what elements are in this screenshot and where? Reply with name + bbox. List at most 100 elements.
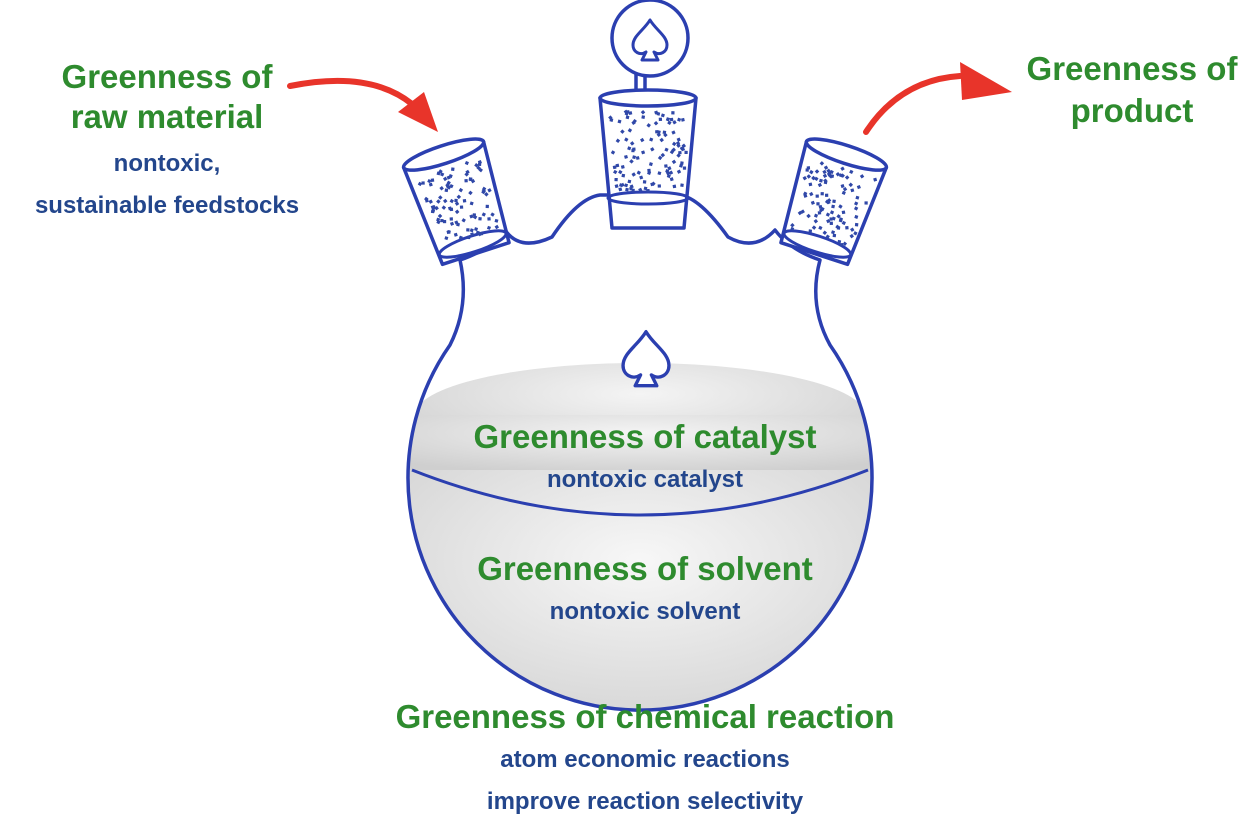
speckle-dot xyxy=(466,228,470,232)
speckle-dot xyxy=(447,206,452,211)
speckle-dot xyxy=(650,147,655,152)
speckle-dot xyxy=(816,202,820,206)
speckle-dot xyxy=(806,213,811,219)
speckle-dot xyxy=(620,164,625,169)
speckle-dot xyxy=(856,184,861,190)
speckle-dot xyxy=(660,152,666,158)
speckle-dot xyxy=(454,201,460,206)
speckle-dot xyxy=(461,218,466,223)
speckle-dot xyxy=(659,137,664,143)
speckle-dot xyxy=(646,123,651,128)
speckle-dot xyxy=(474,227,479,232)
speckle-dot xyxy=(620,182,625,188)
speckle-dot xyxy=(430,178,435,182)
speckle-dot xyxy=(638,187,643,193)
speckle-dot xyxy=(486,225,492,230)
speckle-dot xyxy=(490,212,495,217)
speckle-dot xyxy=(676,169,682,174)
speckle-dot xyxy=(431,208,436,213)
speckle-dot xyxy=(487,188,492,193)
speckle-dot xyxy=(615,138,621,144)
speckle-dot xyxy=(823,165,829,170)
speckle-dot xyxy=(873,177,878,182)
speckle-dot xyxy=(631,172,636,177)
speckle-dot xyxy=(806,166,811,170)
speckle-dot xyxy=(669,177,674,182)
speckle-dot xyxy=(635,156,640,160)
speckle-dot xyxy=(467,235,471,240)
speckle-dot xyxy=(421,181,425,185)
speckle-dot xyxy=(841,190,846,195)
speckle-dot xyxy=(850,188,855,193)
speckle-dot xyxy=(676,153,681,158)
speckle-dot xyxy=(618,187,623,192)
speckle-dot xyxy=(817,182,823,188)
speckle-dot xyxy=(839,242,844,247)
speckle-dot xyxy=(667,120,672,125)
speckle-dot xyxy=(844,175,850,180)
reaction-desc-2: improve reaction selectivity xyxy=(486,788,804,815)
speckle-dot xyxy=(617,119,622,124)
speckle-dot xyxy=(632,155,637,160)
raw-material-title-1: Greenness of xyxy=(61,58,273,95)
speckle-dot xyxy=(822,173,828,178)
speckle-dot xyxy=(647,168,651,173)
speckle-dot xyxy=(469,201,474,206)
speckle-dot xyxy=(631,120,636,126)
speckle-dot xyxy=(806,174,812,179)
speckle-dot xyxy=(676,143,681,148)
speckle-dot xyxy=(624,137,629,142)
speckle-dot xyxy=(681,143,687,149)
speckle-dot xyxy=(438,195,443,200)
speckle-dot xyxy=(625,115,630,120)
arrow-icon xyxy=(287,77,438,132)
arrow-icon xyxy=(863,62,1012,135)
speckle-dot xyxy=(434,205,439,211)
speckle-dot xyxy=(676,137,681,142)
speckle-dot xyxy=(808,229,813,233)
speckle-dot xyxy=(679,163,683,168)
speckle-dot xyxy=(672,120,677,125)
speckle-dot xyxy=(822,230,828,235)
speckle-dot xyxy=(820,192,824,196)
speckle-dot xyxy=(671,130,676,135)
speckle-dot xyxy=(672,184,677,189)
raw-material-desc-2: sustainable feedstocks xyxy=(34,192,300,219)
speckle-dot xyxy=(649,137,654,142)
speckle-dot xyxy=(681,117,685,122)
speckle-dot xyxy=(610,150,616,155)
solvent-title: Greenness of solvent xyxy=(477,550,813,587)
speckle-dot xyxy=(442,198,448,204)
speckle-dot xyxy=(819,178,823,183)
speckle-dot xyxy=(629,141,635,146)
speckle-dot xyxy=(664,147,669,152)
speckle-dot xyxy=(436,217,441,222)
speckle-dot xyxy=(442,219,447,224)
speckle-dot xyxy=(803,191,808,196)
speckle-dot xyxy=(662,130,667,135)
raw-material-desc-1: nontoxic, xyxy=(113,150,221,177)
speckle-dot xyxy=(472,213,477,217)
speckle-dot xyxy=(464,179,468,183)
speckle-dot xyxy=(842,241,848,247)
speckle-dot xyxy=(818,225,823,230)
speckle-dot xyxy=(813,218,819,224)
speckle-dot xyxy=(814,176,819,181)
speckle-dot xyxy=(829,210,835,215)
speckle-dot xyxy=(621,173,626,178)
speckle-dot xyxy=(485,204,489,209)
speckle-dot xyxy=(454,198,458,203)
product-title-1: Greenness of xyxy=(1026,50,1238,87)
speckle-dot xyxy=(439,186,444,191)
speckle-dot xyxy=(657,184,661,188)
solvent-desc: nontoxic solvent xyxy=(549,598,741,625)
speckle-dot xyxy=(682,166,687,170)
speckle-dot xyxy=(624,183,629,188)
speckle-dot xyxy=(825,193,829,197)
speckle-dot xyxy=(494,224,499,230)
speckle-dot xyxy=(665,168,670,174)
speckle-dot xyxy=(618,169,623,175)
speckle-dot xyxy=(671,147,676,153)
speckle-dot xyxy=(624,111,629,116)
